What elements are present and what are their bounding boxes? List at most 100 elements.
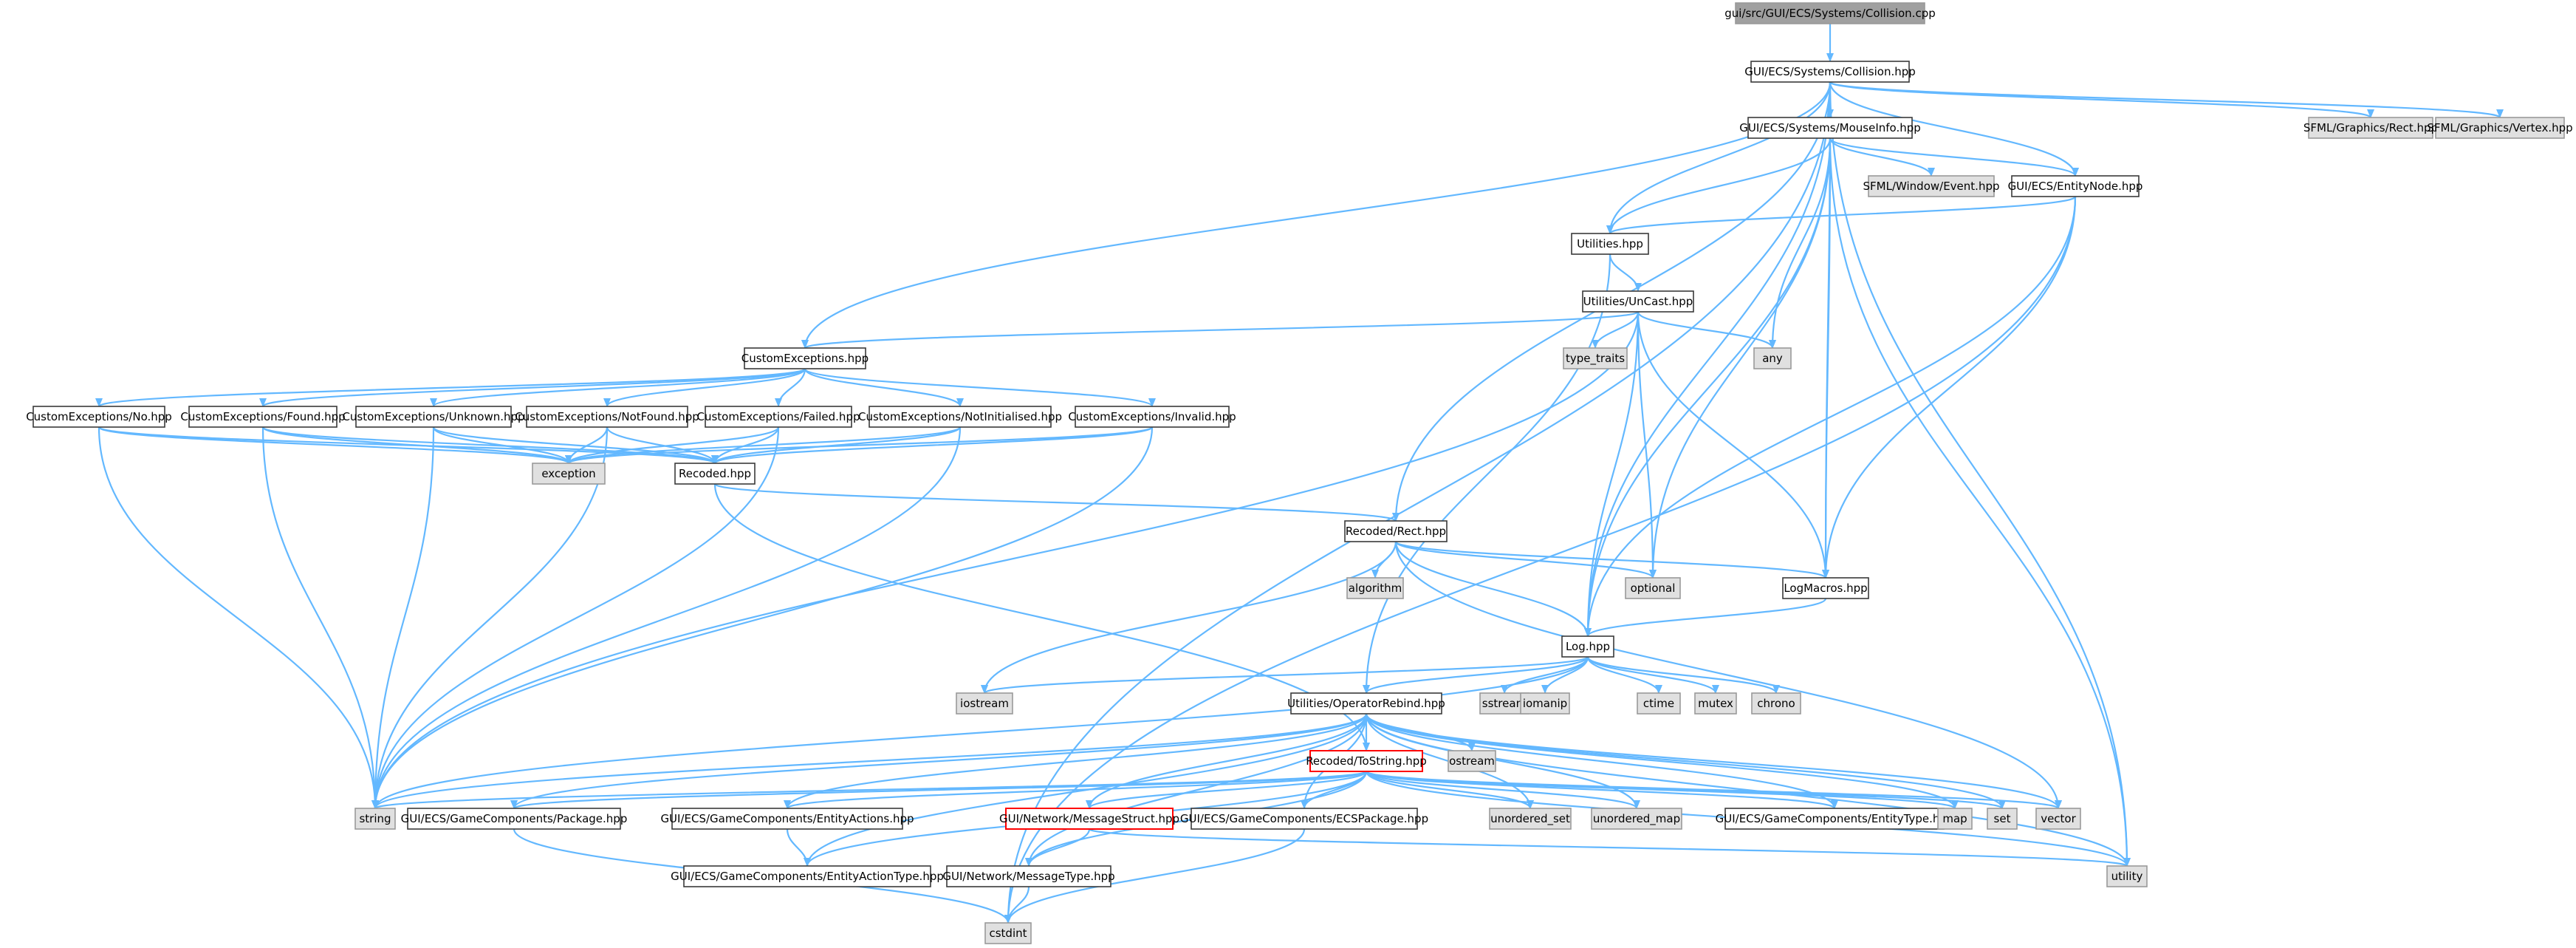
node-iostream: iostream	[956, 692, 1013, 715]
node-box	[1309, 750, 1423, 772]
node-box	[1290, 692, 1442, 715]
node-box	[1346, 577, 1404, 599]
edge-ce_invalid-to-exception	[565, 426, 1154, 465]
node-label: optional	[1631, 582, 1676, 595]
node-label: ctime	[1643, 697, 1674, 710]
node-box	[671, 808, 903, 830]
edge-mouseinfo-to-utilities	[1606, 137, 1832, 234]
edge-uncast-to-logmacros	[1637, 311, 1829, 579]
edge-log-to-string	[371, 656, 1589, 809]
node-box	[1987, 808, 2018, 830]
node-entityactions[interactable]: GUI/ECS/GameComponents/EntityActions.hpp	[660, 808, 914, 830]
edge-uncast-to-optional	[1637, 311, 1657, 579]
node-box	[1782, 577, 1869, 599]
edge-collision_hpp-to-utility	[1829, 81, 2131, 867]
edge-ecspackage-to-cstdint	[1004, 828, 1306, 924]
edge-mouseinfo-to-logmacros	[1822, 137, 1832, 579]
node-label: chrono	[1757, 697, 1795, 710]
node-box	[407, 808, 621, 830]
edge-ce_found-to-recoded	[261, 426, 719, 465]
node-ce_invalid[interactable]: CustomExceptions/Invalid.hpp	[1068, 406, 1236, 428]
node-rect[interactable]: Recoded/Rect.hpp	[1344, 520, 1448, 542]
node-optional: optional	[1625, 577, 1681, 599]
node-box	[705, 406, 852, 428]
node-uncast[interactable]: Utilities/UnCast.hpp	[1582, 290, 1694, 313]
edge-utilities-to-operatorrebind	[1363, 253, 1611, 694]
node-ce_found[interactable]: CustomExceptions/Found.hpp	[180, 406, 346, 428]
node-label: utility	[2111, 870, 2143, 883]
edge-entitynode-to-utilities	[1606, 195, 2077, 235]
edge-ce_notfound-to-recoded	[606, 426, 719, 464]
node-box	[956, 692, 1013, 715]
node-vector: vector	[2035, 808, 2081, 830]
node-label: SFML/Window/Event.hpp	[1863, 180, 2000, 193]
node-box	[1868, 175, 1995, 197]
node-label: GUI/ECS/EntityNode.hpp	[2008, 180, 2143, 193]
node-box	[354, 808, 396, 830]
edge-entitynode-to-log	[1584, 196, 2077, 637]
edge-ce_notfound-to-string	[371, 426, 609, 809]
node-label: Recoded/ToString.hpp	[1306, 754, 1427, 768]
node-label: exception	[541, 467, 595, 480]
node-label: ostream	[1449, 754, 1495, 768]
node-mouseinfo[interactable]: GUI/ECS/Systems/MouseInfo.hpp	[1739, 117, 1921, 139]
node-label: Log.hpp	[1566, 640, 1610, 653]
node-box	[32, 406, 165, 428]
node-label: GUI/ECS/GameComponents/EntityActions.hpp	[660, 812, 914, 825]
node-label: Utilities/UnCast.hpp	[1583, 295, 1693, 308]
node-ecspackage[interactable]: GUI/ECS/GameComponents/ECSPackage.hpp	[1180, 808, 1428, 830]
node-box	[532, 463, 606, 485]
edge-entityactions-to-entityactiontype	[786, 828, 811, 867]
node-messagetype[interactable]: GUI/Network/MessageType.hpp	[942, 865, 1115, 887]
node-ce_notfound[interactable]: CustomExceptions/NotFound.hpp	[515, 406, 699, 428]
node-box	[1591, 808, 1682, 830]
node-tostring[interactable]: Recoded/ToString.hpp	[1306, 750, 1427, 772]
node-box	[1561, 635, 1614, 658]
node-collision_hpp[interactable]: GUI/ECS/Systems/Collision.hpp	[1744, 61, 1916, 83]
node-customexceptions[interactable]: CustomExceptions.hpp	[741, 347, 869, 369]
edge-collision_hpp-to-utilities	[1606, 81, 1832, 234]
edge-ce_notinit-to-exception	[565, 426, 962, 465]
node-utilities[interactable]: Utilities.hpp	[1571, 233, 1649, 255]
node-label: GUI/Network/MessageType.hpp	[942, 870, 1114, 883]
edge-entitynode-to-logmacros	[1822, 196, 2077, 579]
edge-tostring-to-package	[510, 770, 1368, 810]
node-box	[1747, 117, 1913, 139]
edge-uncast-to-customexceptions	[801, 310, 1640, 349]
node-box	[355, 406, 512, 428]
node-label: Utilities.hpp	[1577, 237, 1643, 250]
edge-tostring-to-unordered_map	[1365, 770, 1640, 810]
edge-operatorrebind-to-package	[510, 713, 1368, 809]
node-messagestruct[interactable]: GUI/Network/MessageStruct.hpp	[999, 808, 1179, 830]
edge-customexceptions-to-ce_no	[95, 367, 806, 408]
edge-recoded-to-tostring	[713, 483, 1370, 751]
node-box	[2035, 808, 2081, 830]
node-entityactiontype[interactable]: GUI/ECS/GameComponents/EntityActionType.…	[671, 865, 944, 887]
node-label: GUI/ECS/GameComponents/EntityType.hpp	[1716, 812, 1954, 825]
edge-operatorrebind-to-messagetype	[1025, 713, 1368, 867]
node-chrono: chrono	[1751, 692, 1801, 715]
node-ce_notinit[interactable]: CustomExceptions/NotInitialised.hpp	[858, 406, 1062, 428]
node-algorithm: algorithm	[1346, 577, 1404, 599]
node-entitynode[interactable]: GUI/ECS/EntityNode.hpp	[2008, 175, 2143, 197]
node-box	[526, 406, 688, 428]
node-package[interactable]: GUI/ECS/GameComponents/Package.hpp	[401, 808, 628, 830]
edge-log-to-mutex	[1586, 656, 1719, 694]
node-logmacros[interactable]: LogMacros.hpp	[1782, 577, 1869, 599]
node-entitytype[interactable]: GUI/ECS/GameComponents/EntityType.hpp	[1716, 808, 1954, 830]
node-box	[1448, 750, 1496, 772]
node-label: any	[1762, 352, 1783, 365]
edge-collision_hpp-to-cstdint	[1004, 81, 1832, 924]
node-log[interactable]: Log.hpp	[1561, 635, 1614, 658]
node-ce_unknown[interactable]: CustomExceptions/Unknown.hpp	[342, 406, 525, 428]
node-recoded[interactable]: Recoded.hpp	[674, 463, 756, 485]
node-label: Recoded/Rect.hpp	[1346, 525, 1446, 538]
edge-ce_failed-to-exception	[565, 426, 780, 464]
node-box	[674, 463, 756, 485]
node-collision_cpp[interactable]: gui/src/GUI/ECS/Systems/Collision.cpp	[1724, 2, 1936, 24]
node-operatorrebind[interactable]: Utilities/OperatorRebind.hpp	[1287, 692, 1445, 715]
node-ce_failed[interactable]: CustomExceptions/Failed.hpp	[696, 406, 860, 428]
node-iomanip: iomanip	[1520, 692, 1570, 715]
node-ce_no[interactable]: CustomExceptions/No.hpp	[26, 406, 172, 428]
